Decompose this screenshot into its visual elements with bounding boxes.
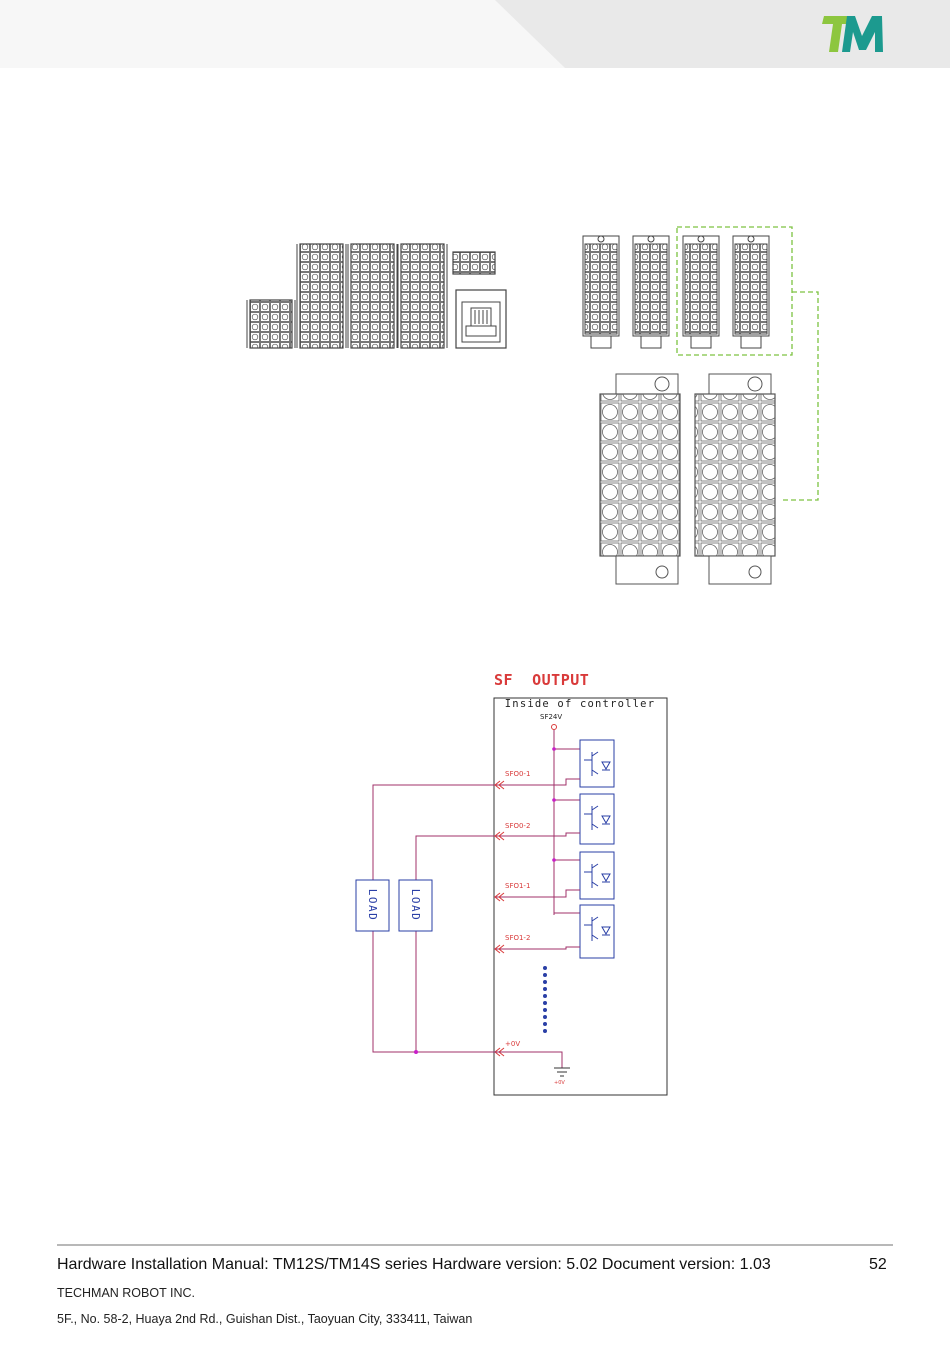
terminal-block-mini bbox=[453, 252, 495, 274]
load-2: LOAD bbox=[399, 880, 432, 931]
rj45-port bbox=[456, 290, 506, 348]
terminal-block-short bbox=[247, 300, 295, 348]
connector-illustration bbox=[240, 222, 840, 592]
ground-symbol-label: +0V bbox=[554, 1080, 565, 1086]
pluggable-connector-3 bbox=[683, 236, 719, 348]
enlarged-connector-2 bbox=[695, 374, 775, 584]
supply-label: SF24V bbox=[540, 713, 562, 721]
optocoupler-1 bbox=[580, 740, 614, 787]
output-label-3: SFO1-1 bbox=[505, 882, 530, 890]
continuation-dots bbox=[543, 966, 547, 1033]
load-1: LOAD bbox=[356, 880, 389, 931]
header-band bbox=[0, 0, 950, 68]
terminal-block-tall-1 bbox=[297, 244, 346, 348]
controller-box-label: Inside of controller bbox=[505, 698, 655, 710]
page-number: 52 bbox=[869, 1256, 887, 1274]
footer-rule bbox=[57, 1244, 893, 1246]
ground-label: +0V bbox=[505, 1040, 520, 1048]
company-address: 5F., No. 58-2, Huaya 2nd Rd., Guishan Di… bbox=[57, 1312, 472, 1326]
enlarged-connector-1 bbox=[600, 374, 680, 584]
techman-logo: TM bbox=[822, 14, 886, 56]
output-label-2: SFO0-2 bbox=[505, 822, 530, 830]
optocoupler-2 bbox=[580, 794, 614, 844]
footer-document-title: Hardware Installation Manual: TM12S/TM14… bbox=[57, 1256, 771, 1274]
company-name: TECHMAN ROBOT INC. bbox=[57, 1286, 195, 1300]
optocoupler-4 bbox=[580, 905, 614, 958]
output-label-4: SFO1-2 bbox=[505, 934, 530, 942]
pluggable-connector-2 bbox=[633, 236, 669, 348]
sf-output-schematic: Inside of controller SF24V bbox=[340, 690, 680, 1102]
pluggable-connector-4 bbox=[733, 236, 769, 348]
pluggable-connector-1 bbox=[583, 236, 619, 348]
svg-text:LOAD: LOAD bbox=[366, 889, 379, 922]
schematic-title: SF OUTPUT bbox=[494, 671, 589, 689]
ground-symbol bbox=[554, 1068, 570, 1076]
svg-text:LOAD: LOAD bbox=[409, 889, 422, 922]
optocoupler-3 bbox=[580, 852, 614, 899]
terminal-block-tall-3 bbox=[398, 244, 447, 348]
output-label-1: SFO0-1 bbox=[505, 770, 530, 778]
terminal-block-tall-2 bbox=[348, 244, 397, 348]
